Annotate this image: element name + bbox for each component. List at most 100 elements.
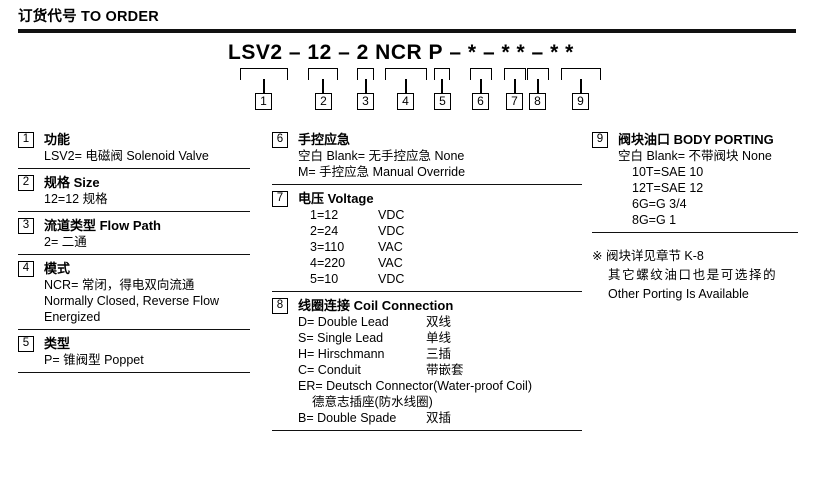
voltage-row: 3=110 VAC bbox=[298, 239, 582, 255]
callout-box-1: 1 bbox=[255, 93, 272, 110]
callout-box-7: 7 bbox=[506, 93, 523, 110]
coil-row: H= Hirschmann 三插 bbox=[298, 346, 582, 362]
bracket-1 bbox=[240, 68, 288, 80]
section-badge-9: 9 bbox=[592, 132, 608, 148]
legend-section-3: 3 流道类型 Flow Path 2= 二通 bbox=[18, 212, 250, 255]
code-seg-1: LSV2 bbox=[228, 41, 283, 64]
section-line: P= 锥阀型 Poppet bbox=[44, 353, 144, 367]
bracket-9 bbox=[561, 68, 601, 80]
coil-row-er-cn: 德意志插座(防水线圈) bbox=[312, 395, 433, 409]
callout-box-6: 6 bbox=[472, 93, 489, 110]
code-seg-8: * bbox=[516, 41, 526, 64]
bracket-stem-8 bbox=[537, 79, 539, 93]
coil-row: D= Double Lead 双线 bbox=[298, 314, 582, 330]
bracket-stem-4 bbox=[405, 79, 407, 93]
section-line: NCR= 常闭，得电双向流通 bbox=[44, 278, 195, 292]
coil-code: H= Hirschmann bbox=[298, 347, 385, 361]
porting-line: 空白 Blank= 不带阀块 None bbox=[618, 149, 772, 163]
section-badge-4: 4 bbox=[18, 261, 34, 277]
voltage-row: 2=24 VDC bbox=[298, 223, 582, 239]
section-badge-6: 6 bbox=[272, 132, 288, 148]
voltage-unit: VDC bbox=[378, 224, 405, 238]
coil-code: C= Conduit bbox=[298, 363, 361, 377]
voltage-row: 1=12 VDC bbox=[298, 207, 582, 223]
note-line-reference: ※ 阀块详见章节 K-8 bbox=[592, 249, 704, 263]
coil-label-cn: 单线 bbox=[426, 331, 452, 345]
code-seg-9: * bbox=[550, 41, 559, 64]
bracket-stem-1 bbox=[263, 79, 265, 93]
legend-section-8: 8 线圈连接 Coil Connection D= Double Lead 双线… bbox=[272, 292, 582, 431]
voltage-unit: VDC bbox=[378, 208, 405, 222]
code-dash-1: – bbox=[288, 41, 302, 64]
section-title-voltage: 电压 Voltage bbox=[298, 191, 374, 206]
legend-section-5: 5 类型 P= 锥阀型 Poppet bbox=[18, 330, 250, 373]
porting-line: 6G=G 3/4 bbox=[632, 197, 687, 211]
callout-box-5: 5 bbox=[434, 93, 451, 110]
porting-note: ※ 阀块详见章节 K-8 其它螺纹油口也是可选择的 Other Porting … bbox=[592, 247, 798, 304]
voltage-unit: VDC bbox=[378, 272, 405, 286]
bracket-stem-2 bbox=[322, 79, 324, 93]
legend-column-right: 9 阀块油口 BODY PORTING 空白 Blank= 不带阀块 None … bbox=[592, 126, 798, 304]
code-seg-3: 2 bbox=[356, 41, 369, 64]
bracket-stem-3 bbox=[365, 79, 367, 93]
section-title-body-porting: 阀块油口 BODY PORTING bbox=[618, 132, 774, 147]
section-line: Energized bbox=[44, 310, 101, 324]
code-seg-5: P bbox=[428, 41, 444, 64]
section-line: LSV2= 电磁阀 Solenoid Valve bbox=[44, 149, 209, 163]
page-title: 订货代号 TO ORDER bbox=[18, 9, 159, 25]
legend-column-left: 1 功能 LSV2= 电磁阀 Solenoid Valve 2 规格 Size … bbox=[18, 126, 250, 373]
bracket-8 bbox=[527, 68, 549, 80]
callout-box-8: 8 bbox=[529, 93, 546, 110]
callout-box-3: 3 bbox=[357, 93, 374, 110]
coil-label-cn: 双线 bbox=[426, 315, 452, 329]
section-line: 12=12 规格 bbox=[44, 192, 108, 206]
section-line: M= 手控应急 Manual Override bbox=[298, 165, 466, 179]
section-title-type: 类型 bbox=[44, 336, 71, 351]
section-badge-8: 8 bbox=[272, 298, 288, 314]
coil-label-cn: 三插 bbox=[426, 347, 452, 361]
legend-section-1: 1 功能 LSV2= 电磁阀 Solenoid Valve bbox=[18, 126, 250, 169]
note-line-cn: 其它螺纹油口也是可选择的 bbox=[608, 268, 778, 282]
voltage-unit: VAC bbox=[378, 240, 403, 254]
section-badge-7: 7 bbox=[272, 191, 288, 207]
callout-brackets: 1 2 3 4 5 6 7 8 9 bbox=[0, 68, 814, 112]
bracket-2 bbox=[308, 68, 338, 80]
section-title-function: 功能 bbox=[44, 132, 71, 147]
model-code-diagram: LSV2 – 12 – 2 NCR P – * – * * – * * 1 2 … bbox=[0, 40, 814, 112]
porting-line: 12T=SAE 12 bbox=[632, 181, 704, 195]
section-line: 2= 二通 bbox=[44, 235, 87, 249]
bracket-7 bbox=[504, 68, 526, 80]
coil-row: B= Double Spade 双插 bbox=[298, 410, 582, 426]
callout-box-4: 4 bbox=[397, 93, 414, 110]
legend-column-middle: 6 手控应急 空白 Blank= 无手控应急 None M= 手控应急 Manu… bbox=[272, 126, 582, 431]
coil-code: S= Single Lead bbox=[298, 331, 384, 345]
section-badge-5: 5 bbox=[18, 336, 34, 352]
section-title-mode: 模式 bbox=[44, 261, 71, 276]
legend-section-9: 9 阀块油口 BODY PORTING 空白 Blank= 不带阀块 None … bbox=[592, 126, 798, 233]
voltage-unit: VAC bbox=[378, 256, 403, 270]
coil-code: D= Double Lead bbox=[298, 315, 389, 329]
voltage-row: 4=220 VAC bbox=[298, 255, 582, 271]
section-title-coil-connection: 线圈连接 Coil Connection bbox=[298, 298, 454, 313]
bracket-4 bbox=[385, 68, 427, 80]
coil-label-cn: 双插 bbox=[426, 411, 452, 425]
section-title-manual-override: 手控应急 bbox=[298, 132, 351, 147]
code-seg-7: * bbox=[501, 41, 511, 64]
callout-box-9: 9 bbox=[572, 93, 589, 110]
voltage-code: 5=10 bbox=[310, 272, 339, 286]
legend-section-4: 4 模式 NCR= 常闭，得电双向流通 Normally Closed, Rev… bbox=[18, 255, 250, 330]
legend-section-7: 7 电压 Voltage 1=12 VDC 2=24 VDC 3=110 VAC… bbox=[272, 185, 582, 292]
coil-row: S= Single Lead 单线 bbox=[298, 330, 582, 346]
section-badge-3: 3 bbox=[18, 218, 34, 234]
section-line: Normally Closed, Reverse Flow bbox=[44, 294, 220, 308]
code-dash-2: – bbox=[338, 41, 351, 64]
legend-section-6: 6 手控应急 空白 Blank= 无手控应急 None M= 手控应急 Manu… bbox=[272, 126, 582, 185]
voltage-code: 4=220 bbox=[310, 256, 346, 270]
section-badge-1: 1 bbox=[18, 132, 34, 148]
voltage-code: 1=12 bbox=[310, 208, 339, 222]
header-divider bbox=[18, 29, 796, 33]
coil-row-er: ER= Deutsch Connector(Water-proof Coil) bbox=[298, 379, 532, 393]
voltage-row: 5=10 VDC bbox=[298, 271, 582, 287]
coil-code: B= Double Spade bbox=[298, 411, 397, 425]
page-header: 订货代号 TO ORDER bbox=[18, 8, 796, 33]
